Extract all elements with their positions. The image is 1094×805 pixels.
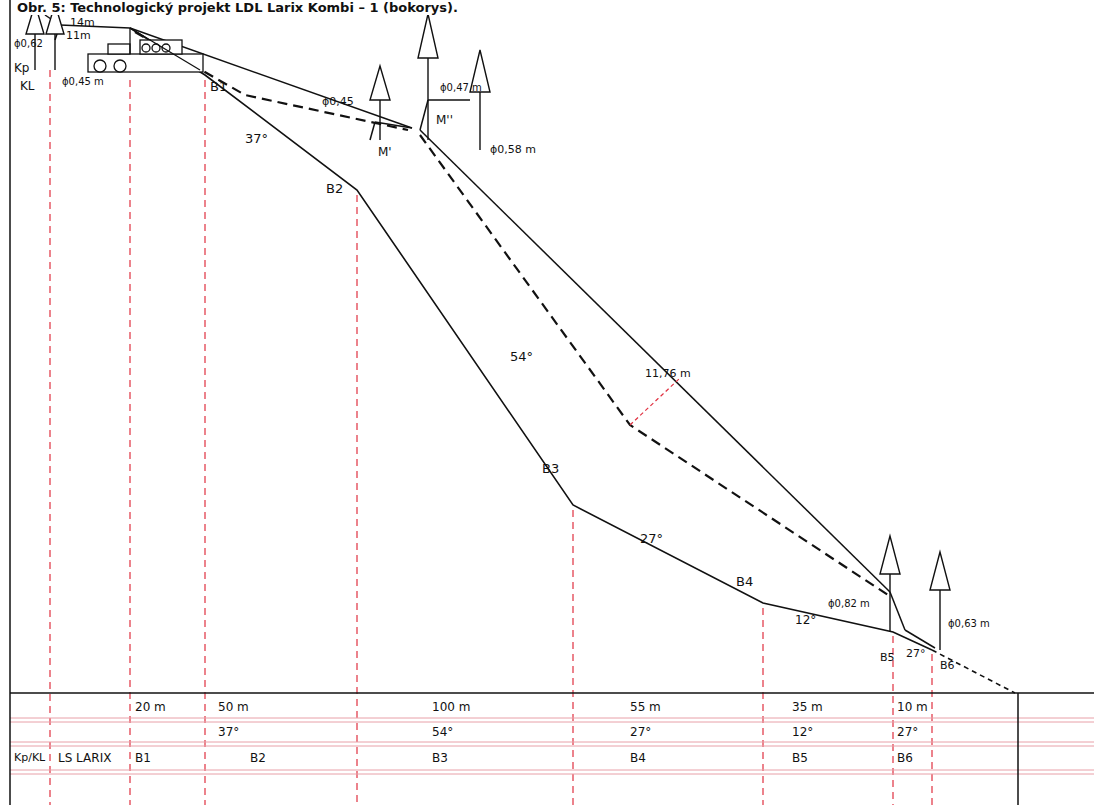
- drawing-label: ϕ0,82 m: [828, 598, 870, 609]
- drawing-label: ϕ0,63 m: [948, 618, 990, 629]
- drawing-label: B3: [542, 462, 559, 476]
- drawing-label: 37°: [245, 132, 268, 146]
- sag-dimension: [630, 378, 680, 425]
- table-cell: B6: [897, 752, 913, 765]
- drawing-label: 54°: [510, 350, 533, 364]
- table-cell: 27°: [897, 726, 918, 739]
- drawing-label: M'': [436, 114, 453, 127]
- figure-title: Obr. 5: Technologický projekt LDL Larix …: [14, 0, 461, 15]
- yarder-machine: [88, 28, 203, 72]
- drawing-label: 11m: [66, 30, 91, 42]
- table-grid: [10, 718, 1094, 774]
- table-cell: 27°: [630, 726, 651, 739]
- drawing-label: ϕ0,58 m: [490, 144, 536, 156]
- drawing-label: ϕ0,62: [14, 38, 43, 49]
- ground-line: [130, 28, 1015, 693]
- table-cell: 35 m: [792, 701, 823, 714]
- drawing-label: 14m: [70, 17, 95, 29]
- drawing-label: 11,76 m: [645, 368, 691, 380]
- section-guides: [50, 70, 932, 805]
- table-cell: 100 m: [432, 701, 470, 714]
- drawing-label: 12°: [795, 614, 816, 627]
- drawing-label: 27°: [640, 532, 663, 546]
- drawing-label: M': [378, 146, 392, 159]
- drawing-label: ϕ0,47 m: [440, 82, 482, 93]
- table-cell: 54°: [432, 726, 453, 739]
- table-cell: 50 m: [218, 701, 249, 714]
- table-cell: B3: [432, 752, 448, 765]
- table-cell: B4: [630, 752, 646, 765]
- table-cell: 20 m: [135, 701, 166, 714]
- table-cell: LS LARIX: [58, 752, 111, 765]
- table-cell: 55 m: [630, 701, 661, 714]
- table-cell: 37°: [218, 726, 239, 739]
- drawing-label: B1: [210, 80, 227, 94]
- trees: [26, 4, 950, 650]
- drawing-label: B5: [880, 652, 895, 664]
- table-cell: Kp/KL: [14, 752, 45, 764]
- frame: [10, 0, 1094, 805]
- table-cell: 10 m: [897, 701, 928, 714]
- drawing-label: KL: [20, 80, 35, 93]
- table-cell: B1: [135, 752, 151, 765]
- drawing-label: B4: [736, 575, 753, 589]
- drawing-label: ϕ0,45 m: [62, 76, 104, 87]
- drawing-label: B2: [326, 182, 343, 196]
- drawing-label: ϕ0,45: [322, 96, 354, 108]
- drawing-label: Kp: [14, 62, 30, 75]
- table-cell: B5: [792, 752, 808, 765]
- drawing-label: B6: [940, 660, 955, 672]
- table-cell: B2: [250, 752, 266, 765]
- drawing-label: 27°: [906, 648, 926, 660]
- skyline: [45, 15, 935, 648]
- table-cell: 12°: [792, 726, 813, 739]
- loaded-skyline: [135, 32, 888, 595]
